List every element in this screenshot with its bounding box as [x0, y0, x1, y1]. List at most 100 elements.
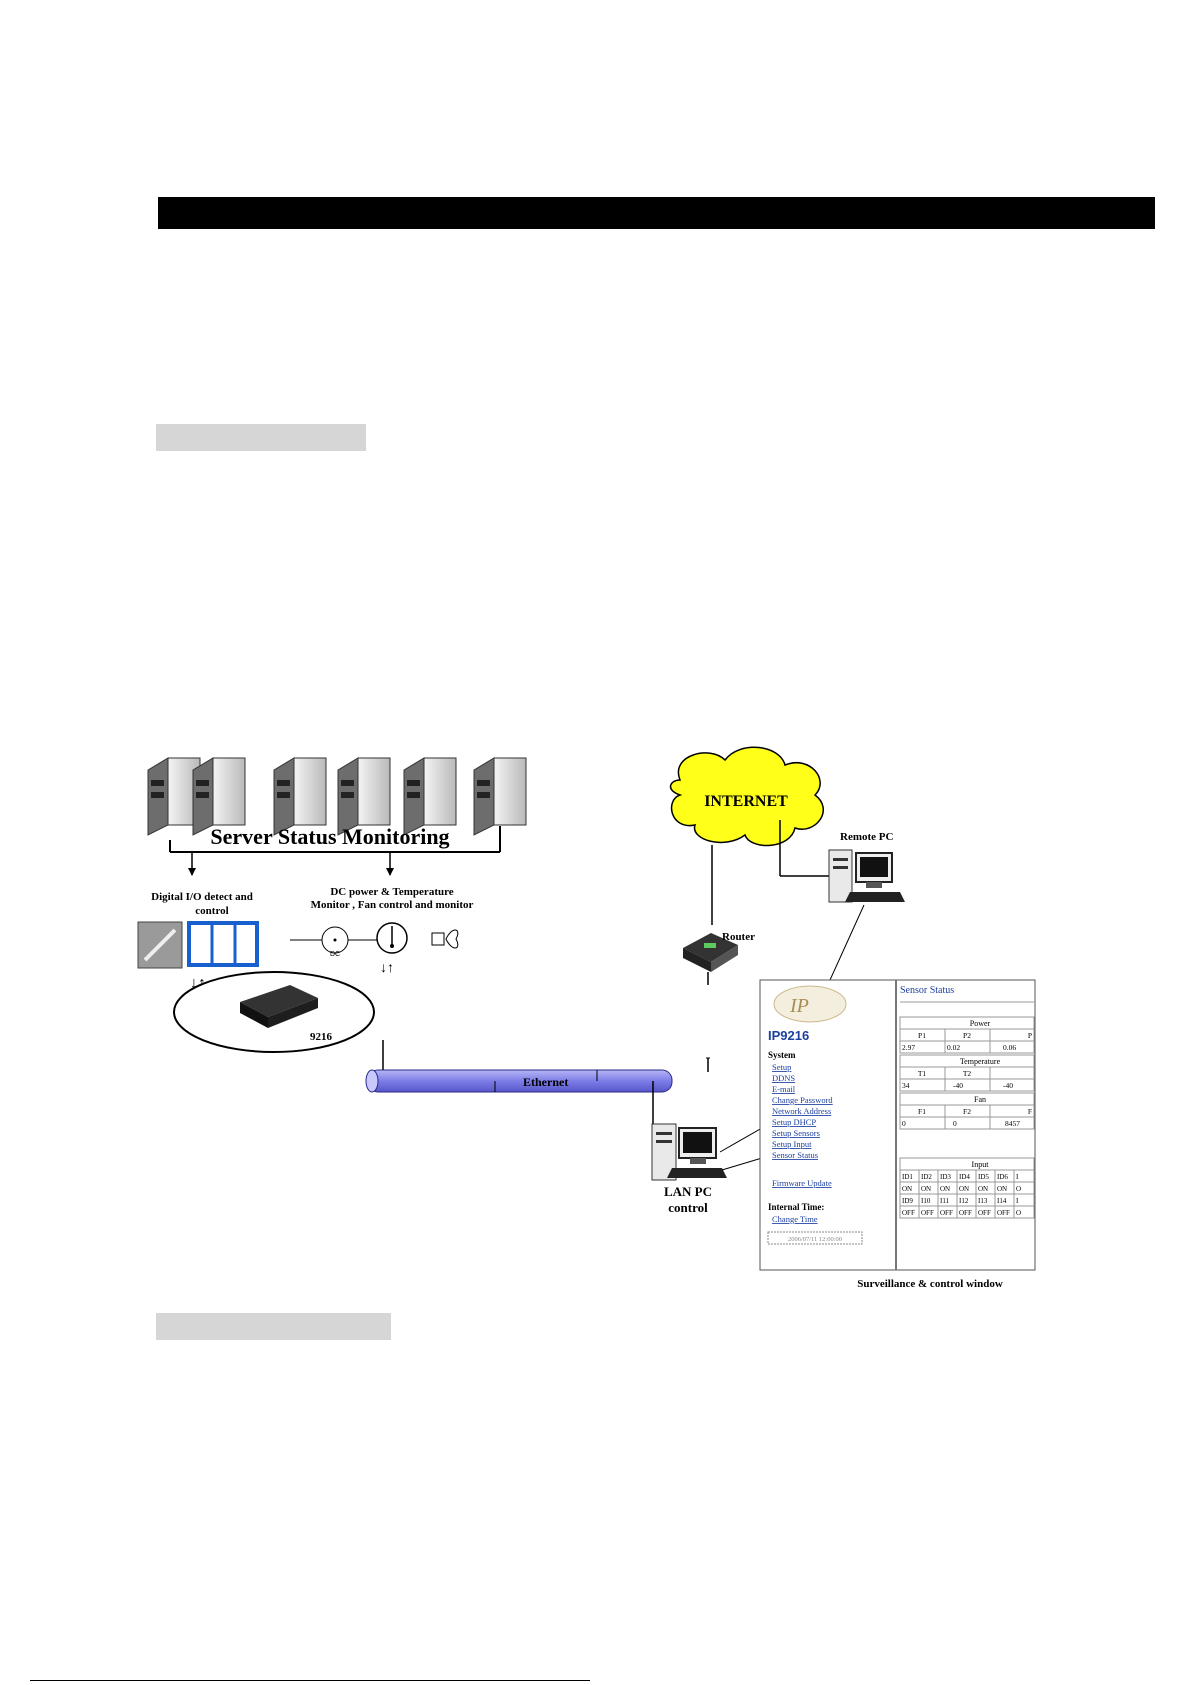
dc-label-1: DC power & Temperature — [330, 886, 453, 898]
input-cell: ID3 — [940, 1173, 951, 1181]
power-col: P1 — [918, 1031, 926, 1040]
fan-value: 0 — [902, 1119, 906, 1128]
temperature-col: T2 — [963, 1069, 972, 1078]
input-cell: I12 — [959, 1197, 969, 1205]
dio-label-1: Digital I/O detect and — [151, 891, 253, 903]
change-time-link[interactable]: Change Time — [772, 1214, 818, 1224]
server-icon — [473, 757, 527, 836]
menu-link-sensor-status[interactable]: Sensor Status — [772, 1150, 818, 1160]
server-icon — [273, 757, 327, 836]
input-cell: OFF — [959, 1209, 972, 1217]
input-cell: ID1 — [902, 1173, 913, 1181]
menu-link-setup-sensors[interactable]: Setup Sensors — [772, 1128, 820, 1138]
menu-link-setup[interactable]: Setup — [772, 1062, 791, 1072]
input-cell: ON — [997, 1185, 1007, 1193]
menu-link-network-address[interactable]: Network Address — [772, 1106, 831, 1116]
router-icon — [683, 933, 738, 972]
lan-pc-icon — [651, 1123, 727, 1181]
menu-link-change-password[interactable]: Change Password — [772, 1095, 833, 1105]
input-cell: OFF — [902, 1209, 915, 1217]
input-cell: OFF — [978, 1209, 991, 1217]
server-icon — [337, 757, 391, 836]
fan-value: 0 — [953, 1119, 957, 1128]
power-value: 2.97 — [902, 1043, 915, 1052]
power-heading: Power — [970, 1019, 991, 1028]
fan-value: 8457 — [1005, 1119, 1020, 1128]
fan-icon — [431, 929, 459, 949]
time-value: 2006/07/11 12:00:00 — [788, 1236, 842, 1243]
input-cell: I — [1016, 1197, 1019, 1205]
surveillance-window: IP IP9216 System Setup DDNS E-mail Chang… — [759, 979, 1036, 1271]
internal-time-heading: Internal Time: — [768, 1202, 824, 1212]
svg-text:IP: IP — [789, 995, 809, 1017]
fan-col: F2 — [963, 1107, 971, 1116]
menu-link-setup-input[interactable]: Setup Input — [772, 1139, 812, 1149]
device-label: 9216 — [310, 1031, 333, 1043]
section-heading-highlight — [156, 1313, 391, 1340]
io-arrows: ↓↑ — [380, 961, 394, 976]
network-diagram: Server Status Monitoring Digital I/O det… — [137, 746, 1036, 1290]
lan-pc-label-2: control — [668, 1200, 708, 1215]
input-cell: OFF — [921, 1209, 934, 1217]
system-heading: System — [768, 1050, 796, 1060]
input-cell: I11 — [940, 1197, 950, 1205]
window-title: IP9216 — [768, 1028, 809, 1043]
temperature-col: T1 — [918, 1069, 927, 1078]
input-cell: ID6 — [997, 1173, 1008, 1181]
footer-rule — [30, 1680, 590, 1681]
input-cell: OFF — [940, 1209, 953, 1217]
dio-label-2: control — [195, 905, 228, 917]
internet-cloud-icon — [669, 746, 824, 847]
server-icon — [403, 757, 457, 836]
svg-text:DC: DC — [330, 951, 340, 958]
time-field[interactable] — [767, 1231, 863, 1245]
fan-col: F1 — [918, 1107, 926, 1116]
power-col: P2 — [963, 1031, 971, 1040]
fan-heading: Fan — [974, 1095, 986, 1104]
power-col: P — [1028, 1031, 1032, 1040]
input-cell: ID4 — [959, 1173, 970, 1181]
input-cell: O — [1016, 1209, 1021, 1217]
window-caption: Surveillance & control window — [857, 1278, 1003, 1290]
ethernet-cable — [365, 1069, 673, 1093]
temperature-heading: Temperature — [960, 1057, 1001, 1066]
server-icon — [192, 757, 246, 836]
input-cell: I — [1016, 1173, 1019, 1181]
input-cell: ON — [940, 1185, 950, 1193]
menu-link-ddns[interactable]: DDNS — [772, 1073, 795, 1083]
section-heading-highlight — [156, 424, 366, 451]
server-status-label: Server Status Monitoring — [210, 824, 449, 849]
temperature-value: -40 — [953, 1081, 963, 1090]
internet-label: INTERNET — [704, 793, 788, 810]
input-cell: ID9 — [902, 1197, 913, 1205]
sensor-status-title: Sensor Status — [900, 985, 954, 996]
title-bar — [158, 197, 1155, 229]
input-cell: O — [1016, 1185, 1021, 1193]
remote-pc-icon — [828, 849, 905, 903]
ip-logo-icon: IP — [773, 985, 847, 1023]
server-icon — [147, 757, 201, 836]
menu-link-email[interactable]: E-mail — [772, 1084, 796, 1094]
power-value: 0.02 — [947, 1043, 960, 1052]
ip9216-device-icon — [240, 985, 318, 1028]
input-cell: I13 — [978, 1197, 988, 1205]
remote-pc-label: Remote PC — [840, 831, 894, 843]
ethernet-label: Ethernet — [523, 1075, 568, 1089]
input-cell: ID5 — [978, 1173, 989, 1181]
input-cell: ON — [978, 1185, 988, 1193]
input-cell: ON — [902, 1185, 912, 1193]
input-cell: ID2 — [921, 1173, 932, 1181]
dc-power-icon: DC — [290, 926, 380, 958]
temperature-value: -40 — [1003, 1081, 1013, 1090]
input-cell: I14 — [997, 1197, 1007, 1205]
dc-label-2: Monitor , Fan control and monitor — [311, 899, 474, 911]
digital-io-panel-icon — [137, 921, 259, 969]
lan-pc-label-1: LAN PC — [664, 1184, 712, 1199]
input-cell: OFF — [997, 1209, 1010, 1217]
temperature-value: 34 — [902, 1081, 910, 1090]
firmware-update-link[interactable]: Firmware Update — [772, 1178, 832, 1188]
input-cell: ON — [921, 1185, 931, 1193]
fan-col: F — [1028, 1107, 1032, 1116]
input-cell: I10 — [921, 1197, 931, 1205]
menu-link-setup-dhcp[interactable]: Setup DHCP — [772, 1117, 816, 1127]
